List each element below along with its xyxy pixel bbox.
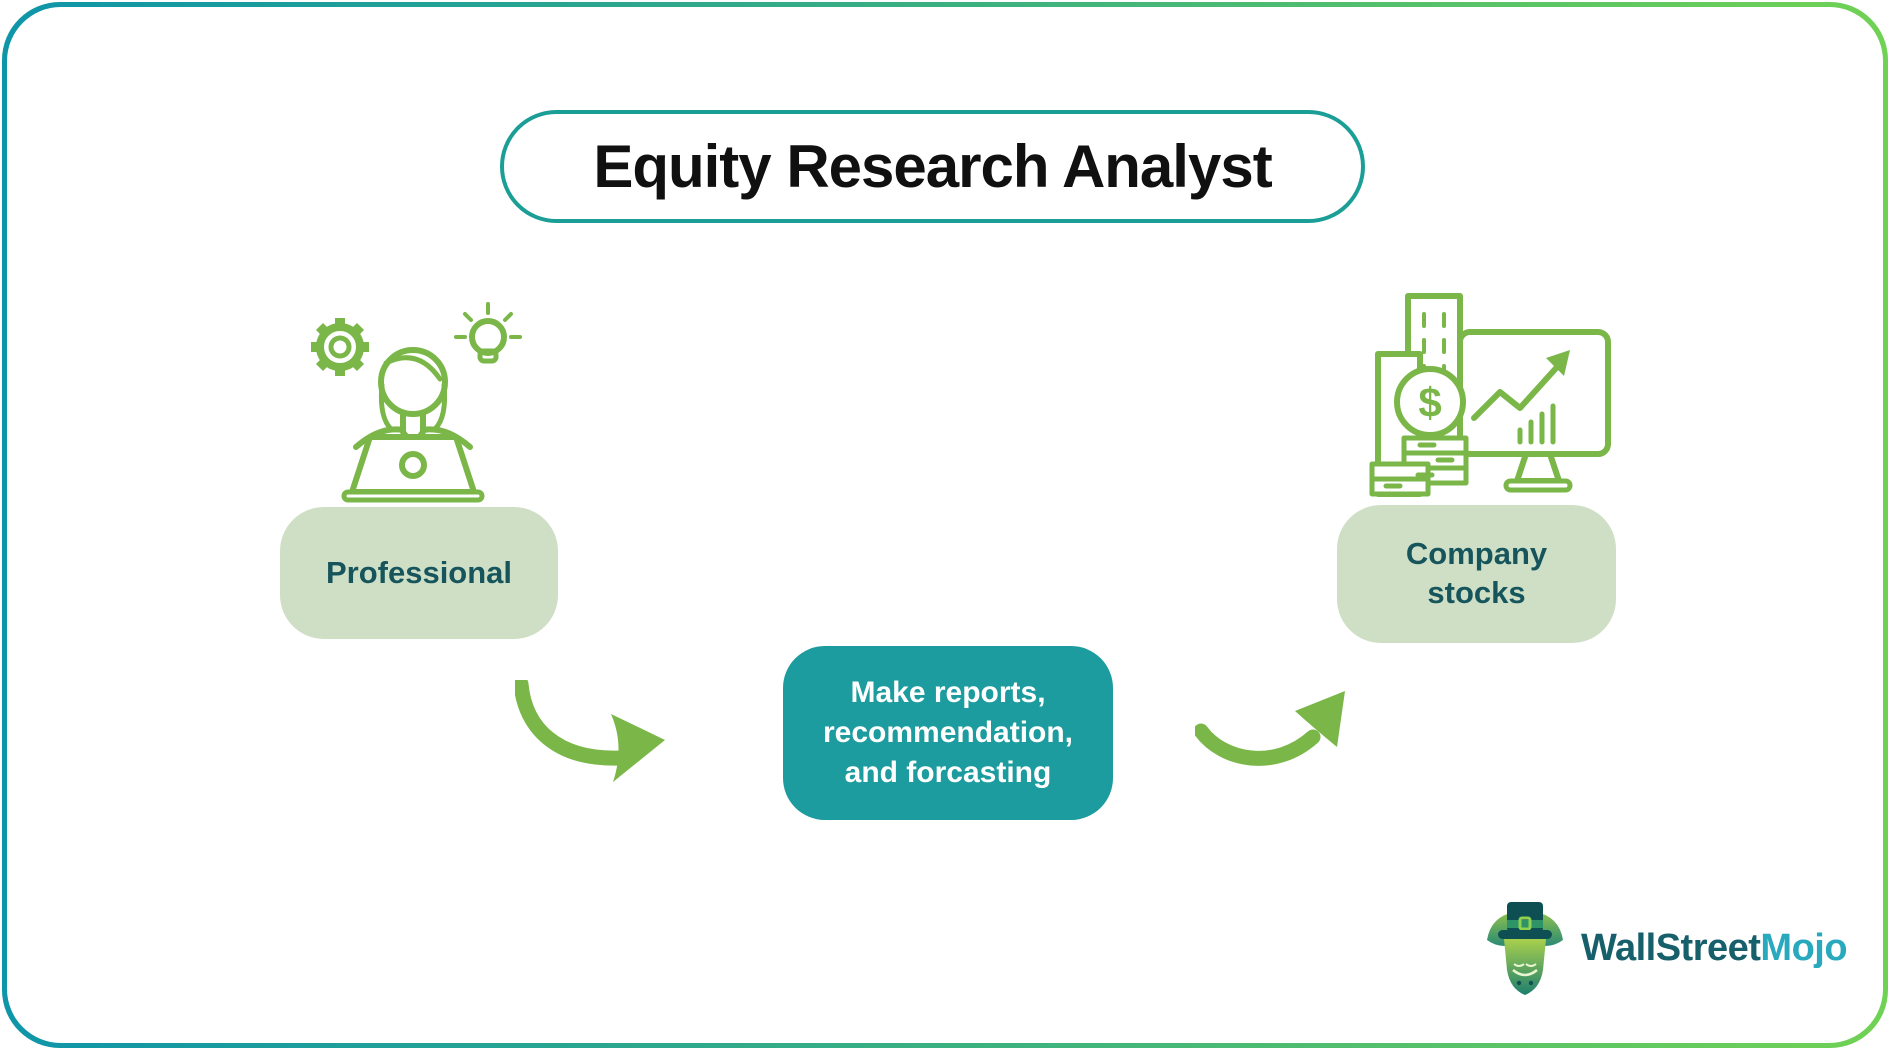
lightbulb-icon: [454, 302, 522, 364]
company-stocks-label-line: Company: [1405, 536, 1548, 572]
laptop-icon: [341, 434, 485, 503]
company-stocks-node: Company stocks: [1337, 505, 1616, 643]
wallstreetmojo-bull-icon: [1487, 902, 1563, 995]
process-node: Make reports, recommendation, and forcas…: [783, 646, 1113, 820]
dollar-sign: $: [1418, 379, 1441, 426]
process-line: and forcasting: [844, 755, 1052, 789]
monitor-growth-chart-icon: [1457, 329, 1611, 493]
process-line: recommendation,: [822, 716, 1074, 750]
analyst-at-laptop-icon: [311, 302, 522, 503]
professional-label: Professional: [325, 554, 513, 590]
curved-arrow-left-icon: [515, 680, 665, 782]
gear-icon: [311, 318, 369, 376]
analyst-person: [353, 347, 473, 450]
professional-node: Professional: [280, 507, 558, 639]
wallstreetmojo-logo: WallStreetMojo: [1483, 898, 1848, 998]
process-line: Make reports,: [850, 676, 1046, 710]
company-stocks-icon: $: [1369, 293, 1611, 497]
wallstreetmojo-wordmark: WallStreetMojo: [1581, 926, 1848, 970]
page-title: Equity Research Analyst: [593, 133, 1272, 200]
company-stocks-label-line: stocks: [1427, 575, 1526, 610]
curved-arrow-right-icon: [1195, 691, 1345, 766]
brand-secondary: Mojo: [1760, 926, 1848, 969]
brand-primary: WallStreet: [1581, 926, 1761, 969]
coin-stack-icon: [1369, 435, 1469, 497]
title-pill: Equity Research Analyst: [500, 110, 1365, 223]
dollar-coin-icon: $: [1394, 366, 1466, 438]
